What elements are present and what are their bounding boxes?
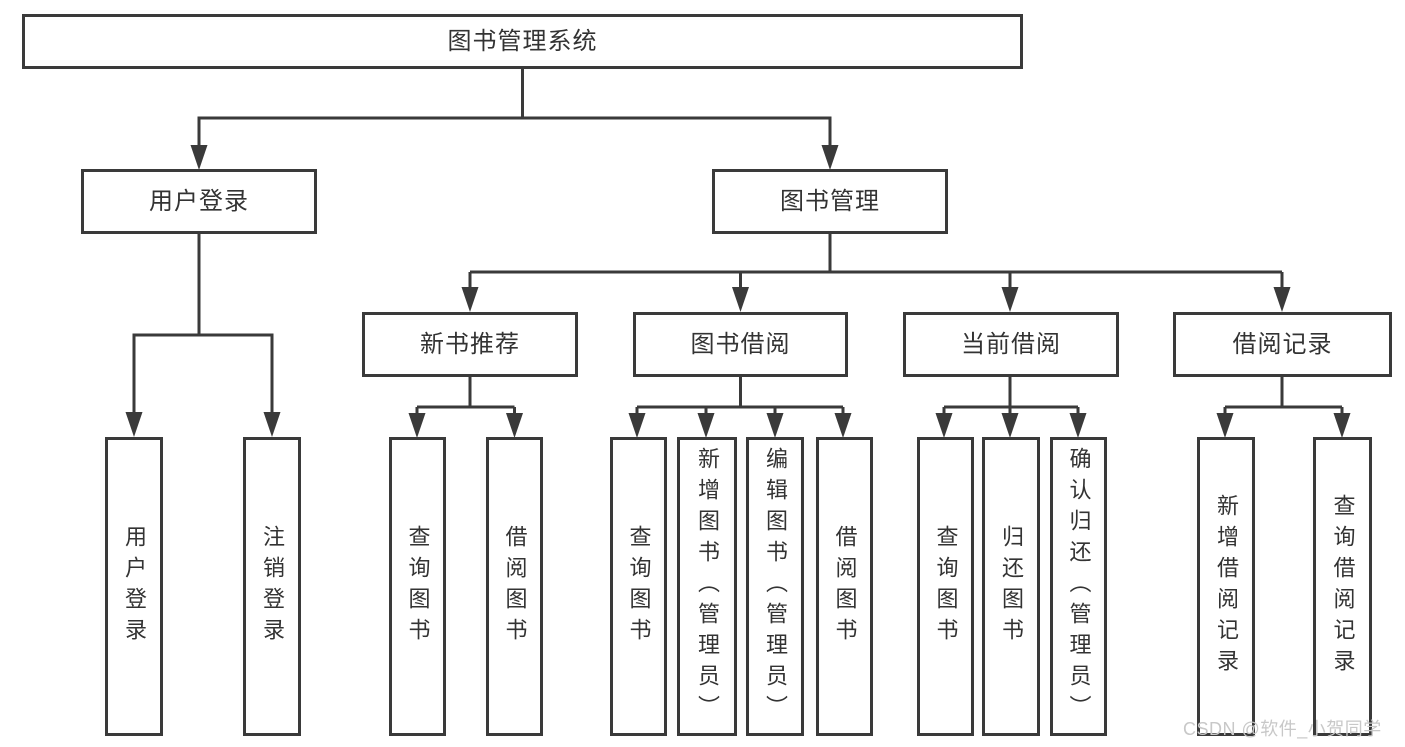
arrowhead-current-borrow xyxy=(1001,287,1019,312)
arrowhead-bb-query xyxy=(628,413,646,438)
node-book-borrowing: 图书借阅 xyxy=(633,312,848,377)
arrowhead-nb-query xyxy=(408,413,426,438)
node-label: 确认归还（管理员） xyxy=(1066,447,1092,726)
node-label: 注销登录 xyxy=(260,524,285,649)
arrowhead-cb-confirm xyxy=(1069,413,1087,438)
leaf-br-query-record: 查询借阅记录 xyxy=(1313,437,1372,736)
node-label: 借阅记录 xyxy=(1232,330,1333,358)
node-label: 图书借阅 xyxy=(690,330,791,358)
node-borrowing-records: 借阅记录 xyxy=(1173,312,1392,377)
leaf-bb-edit-books-admin: 编辑图书（管理员） xyxy=(746,437,804,736)
node-label: 查询借阅记录 xyxy=(1330,493,1356,680)
watermark: CSDN @软件_小贺同学 xyxy=(1183,719,1382,739)
arrowhead-bb-add xyxy=(697,413,715,438)
leaf-bb-borrow-books: 借阅图书 xyxy=(816,437,873,736)
node-user-login-branch: 用户登录 xyxy=(81,169,317,234)
node-label: 用户登录 xyxy=(122,524,147,649)
arrowhead-bb-borrow xyxy=(834,413,852,438)
arrowhead-cb-return xyxy=(1001,413,1019,438)
node-label: 查询图书 xyxy=(405,524,431,649)
node-label: 当前借阅 xyxy=(961,330,1061,358)
arrowhead-user-login xyxy=(125,412,143,437)
node-label: 新增借阅记录 xyxy=(1214,493,1239,680)
arrowhead-book-borrow xyxy=(732,287,749,312)
arrowhead-nb-borrow xyxy=(506,413,523,438)
leaf-cb-return-books: 归还图书 xyxy=(982,437,1040,736)
arrowhead-cb-query xyxy=(935,413,953,438)
leaf-br-add-record: 新增借阅记录 xyxy=(1197,437,1255,736)
node-label: 图书管理 xyxy=(780,187,880,215)
node-label: 新增图书（管理员） xyxy=(695,447,720,726)
node-label: 图书管理系统 xyxy=(447,27,598,55)
leaf-bb-query-books: 查询图书 xyxy=(610,437,667,736)
arrowhead-login xyxy=(190,145,208,170)
arrowhead-new-books xyxy=(461,287,479,312)
arrowhead-br-query xyxy=(1333,413,1351,438)
node-current-borrowing: 当前借阅 xyxy=(903,312,1119,377)
node-label: 用户登录 xyxy=(149,187,249,215)
leaf-nb-query-books: 查询图书 xyxy=(389,437,446,736)
node-label: 归还图书 xyxy=(999,524,1024,649)
leaf-cb-confirm-return-admin: 确认归还（管理员） xyxy=(1050,437,1107,736)
leaf-nb-borrow-books: 借阅图书 xyxy=(486,437,543,736)
arrowhead-br-add xyxy=(1216,413,1234,438)
leaf-user-login: 用户登录 xyxy=(105,437,163,736)
node-library-management-system: 图书管理系统 xyxy=(22,14,1023,69)
arrowhead-logout xyxy=(263,412,281,437)
node-label: 借阅图书 xyxy=(502,524,528,649)
node-label: 查询图书 xyxy=(626,524,652,649)
leaf-logout: 注销登录 xyxy=(243,437,301,736)
leaf-cb-query-books: 查询图书 xyxy=(917,437,974,736)
arrowhead-management xyxy=(821,145,839,170)
arrowhead-borrow-records xyxy=(1273,287,1291,312)
node-new-book-recommend: 新书推荐 xyxy=(362,312,578,377)
node-label: 新书推荐 xyxy=(420,330,520,358)
node-label: 编辑图书（管理员） xyxy=(763,447,788,726)
node-label: 查询图书 xyxy=(933,524,959,649)
node-label: 借阅图书 xyxy=(832,524,858,649)
node-book-management-branch: 图书管理 xyxy=(712,169,948,234)
arrowhead-bb-edit xyxy=(766,413,784,438)
leaf-bb-add-books-admin: 新增图书（管理员） xyxy=(677,437,737,736)
